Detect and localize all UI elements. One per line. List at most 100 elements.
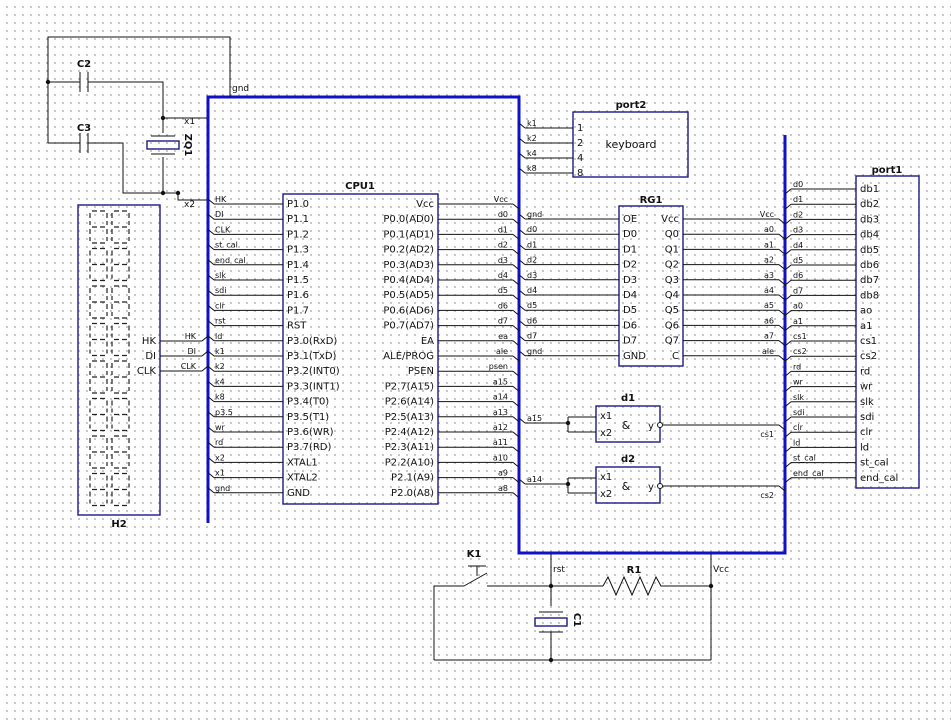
cpu-right-pin-label: P2.5(A13) — [385, 412, 434, 423]
rg1-left-pin-label: D1 — [623, 244, 637, 255]
rg1-right-net-label: a6 — [764, 316, 774, 325]
rg1-right-pin-label: C — [672, 351, 679, 362]
clock-circuit: C2 C3 ZQ1 gnd x1 x2 — [45, 36, 249, 210]
port1-net-label: ld — [793, 438, 800, 447]
cpu-left-net-label: k1 — [215, 347, 225, 356]
cpu-right-net-label: a8 — [498, 484, 508, 493]
cpu-right-pin-label: P2.3(A11) — [385, 442, 434, 453]
cpu-right-net-label: psen — [489, 362, 508, 371]
port1-net-label: rd — [793, 362, 801, 371]
rg1-right-net-label: ale — [762, 347, 774, 356]
cpu-right-net-label: a10 — [493, 453, 508, 462]
rg1-right-pin-label: Q6 — [665, 320, 679, 331]
rg1-right-pin-label: Q5 — [665, 305, 679, 316]
port1-net-label: d2 — [793, 210, 803, 219]
rg1-right-pin-label: Q7 — [665, 336, 679, 347]
rg1-right-pin-label: Q4 — [665, 290, 679, 301]
port1-title: port1 — [872, 165, 903, 176]
zq1-label: ZQ1 — [182, 134, 193, 157]
port1-body — [855, 175, 920, 489]
cpu-right-net-label: d7 — [498, 317, 508, 326]
port1-pin-label: sdi — [860, 412, 874, 423]
capacitor-c3: C3 — [70, 123, 98, 153]
cpu-right-net-label: d4 — [498, 271, 508, 280]
cpu-left-net-label: k8 — [215, 393, 225, 402]
port2-body — [572, 111, 689, 178]
gate-in-net-label: a14 — [527, 475, 542, 484]
h2-pin-label: HK — [142, 336, 157, 347]
cpu-right-pin-label: P0.7(AD7) — [383, 321, 434, 332]
cpu-left-pin-label: P1.5 — [287, 275, 309, 286]
port1-net-label: end_cal — [793, 469, 824, 478]
cpu-left-net-label: end_cal — [215, 256, 246, 265]
cpu-left-net-label: DI — [215, 210, 224, 219]
rg1-left-pin-label: D4 — [623, 290, 637, 301]
gate-op-label: & — [622, 419, 631, 432]
gate-out-label: y — [648, 421, 654, 432]
cpu-left-pin-label: P1.6 — [287, 290, 309, 301]
cpu-left-net-label: rd — [215, 438, 223, 447]
rg1-left-net-label: d2 — [527, 256, 537, 265]
cpu-right-net-label: Vcc — [494, 195, 508, 204]
port2-net-label: k4 — [527, 149, 537, 158]
cpu-right-net-label: a13 — [493, 408, 508, 417]
cpu-right-pin-label: P2.4(A12) — [385, 427, 434, 438]
cpu-left-net-label: rst — [215, 317, 226, 326]
cpu-right-net-label: a11 — [493, 438, 508, 447]
rg1-right-net-label: a3 — [764, 271, 774, 280]
cpu-left-pin-label: P1.0 — [287, 199, 309, 210]
cpu-left-pin-label: P1.2 — [287, 229, 309, 240]
port1-net-label: d6 — [793, 271, 803, 280]
port1-pins: db1d0db2d1db3d2db4d3db5d4db6d5db7d6db8d7… — [784, 180, 898, 484]
rg1-left-pin-label: GND — [623, 351, 646, 362]
cpu-left-pin-label: P3.0(RxD) — [287, 336, 337, 347]
port1-pin-label: db5 — [860, 245, 879, 256]
port2-title: port2 — [616, 100, 647, 111]
cpu-left-net-label: gnd — [215, 484, 230, 493]
cpu-left-pin-label: P3.7(RD) — [287, 442, 331, 453]
port1-net-label: d7 — [793, 286, 803, 295]
cpu-right-net-label: d1 — [498, 225, 508, 234]
h2-net-label: HK — [185, 332, 197, 341]
cpu-right-pin-label: Vcc — [416, 199, 434, 210]
cpu-left-net-label: clr — [215, 301, 226, 310]
cpu-right-net-label: d5 — [498, 286, 508, 295]
net-vcc-label: Vcc — [713, 565, 729, 575]
port2-net-label: k8 — [527, 164, 537, 173]
cpu-right-net-label: a15 — [493, 377, 508, 386]
port1-net-label: cs1 — [793, 332, 807, 341]
port1-net-label: wr — [793, 378, 804, 387]
resistor-r1: R1 — [602, 565, 665, 597]
cpu-left-net-label: HK — [215, 195, 227, 204]
cpu1-left-pins: P1.0HKP1.1DIP1.2CLKP1.3st_calP1.4end_cal… — [207, 195, 340, 499]
h2-net-label: CLK — [181, 362, 197, 371]
cpu-left-pin-label: XTAL1 — [287, 457, 318, 468]
rg1-title: RG1 — [640, 195, 663, 206]
h2-title: H2 — [111, 519, 126, 530]
port1-pin-label: db7 — [860, 275, 879, 286]
cpu-left-pin-label: GND — [287, 488, 310, 499]
h2-pin-label: DI — [145, 351, 156, 362]
cpu-left-net-label: k4 — [215, 377, 225, 386]
rg1-right-net-label: a0 — [764, 225, 774, 234]
gate-in1-label: x1 — [600, 411, 612, 422]
c1-label: C1 — [571, 613, 582, 627]
rg1-left-net-label: gnd — [527, 347, 542, 356]
capacitor-c2: C2 — [70, 59, 98, 92]
port2-label: keyboard — [605, 138, 656, 151]
rg1-right-net-label: a7 — [764, 332, 774, 341]
cpu-left-net-label: k2 — [215, 362, 225, 371]
cpu-right-pin-label: P0.4(AD4) — [383, 275, 434, 286]
cpu-left-net-label: p3.5 — [215, 408, 233, 417]
cpu1: CPU1 P1.0HKP1.1DIP1.2CLKP1.3st_calP1.4en… — [207, 181, 520, 505]
cpu-right-pin-label: EA — [421, 336, 434, 347]
h2-body — [77, 204, 161, 516]
cpu-right-pin-label: P2.6(A14) — [385, 397, 434, 408]
rg1-right-net-label: a2 — [764, 256, 774, 265]
port1: port1 db1d0db2d1db3d2db4d3db5d4db6d5db7d… — [784, 165, 920, 489]
port1-net-label: sdi — [793, 408, 804, 417]
